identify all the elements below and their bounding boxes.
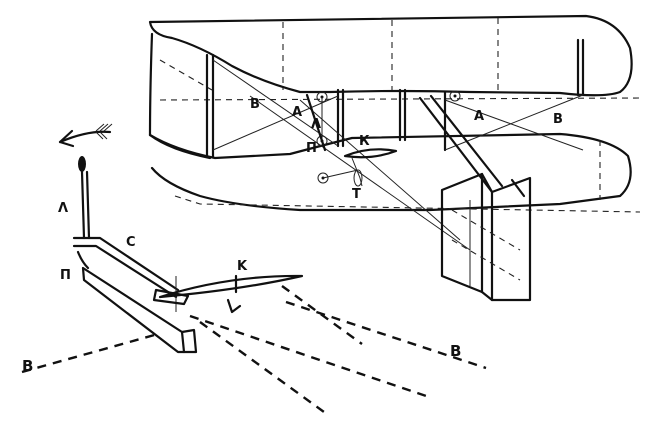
label-lambda-lever: Λ (58, 201, 68, 216)
label-b-bottom-right: B (450, 342, 461, 360)
control-lever (78, 156, 91, 240)
label-b-left-wing: B (250, 97, 260, 112)
central-elevator (343, 148, 398, 187)
label-k-detail: K (237, 259, 248, 274)
elevator-detail (152, 274, 304, 314)
feathered-arrow-icon (58, 123, 113, 148)
label-pi-lever: П (60, 268, 71, 283)
pivot-frame (81, 266, 198, 354)
warping-pulleys (305, 90, 461, 184)
tail-rudder (418, 94, 532, 302)
label-lambda-center: Λ (311, 117, 321, 132)
label-c-rod: C (126, 235, 136, 250)
lower-wing (148, 59, 641, 213)
label-t-center: Т (352, 187, 361, 202)
label-a-right: A (474, 109, 484, 124)
control-rod (72, 236, 180, 299)
label-pi-center: П (306, 141, 317, 156)
control-cables (21, 285, 487, 413)
label-b-bottom-left: B (22, 357, 33, 375)
wing-struts (205, 18, 601, 200)
label-k-center: К (359, 134, 370, 149)
label-b-right-wing: B (553, 112, 563, 127)
direction-arrow (58, 123, 113, 148)
label-a-left: A (292, 105, 302, 120)
bracing-wires (212, 59, 584, 251)
